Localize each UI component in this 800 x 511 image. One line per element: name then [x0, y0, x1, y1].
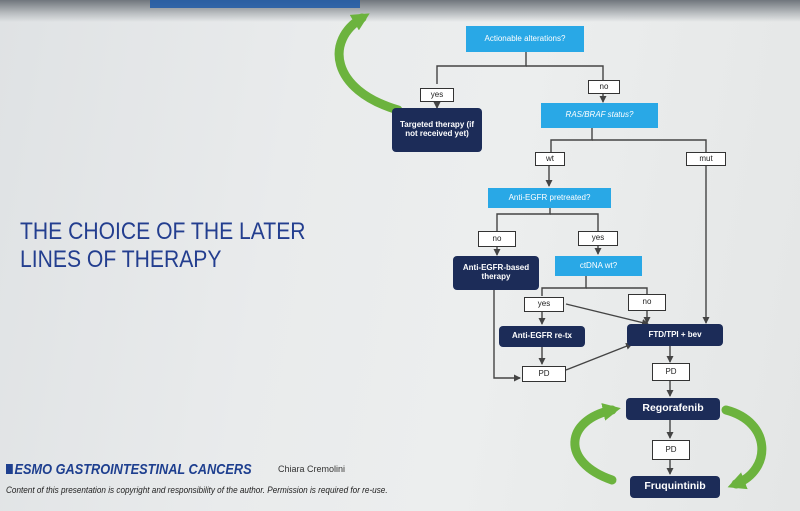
connector-ras-split — [550, 128, 593, 152]
esmo-brand-text: ESMO GASTROINTESTINAL CANCERS — [14, 461, 252, 478]
node-targeted-therapy: Targeted therapy (if not received yet) — [392, 108, 482, 152]
node-anti-egfr-based-therapy: Anti-EGFR-based therapy — [453, 256, 539, 290]
title-line-2: LINES OF THERAPY — [20, 246, 222, 273]
connector-actionable-no — [526, 65, 604, 80]
node-no-actionable: no — [588, 80, 620, 94]
node-actionable-alterations: Actionable alterations? — [466, 26, 584, 52]
node-ftd-tpi-bev: FTD/TPI + bev — [627, 324, 723, 346]
node-pd-right: PD — [652, 363, 690, 381]
node-ras-braf-status: RAS/BRAF status? — [541, 103, 658, 128]
connector-ctdna-no — [586, 287, 648, 294]
title-line-1: THE CHOICE OF THE LATER — [20, 218, 306, 245]
node-no-egfr: no — [478, 231, 516, 247]
node-anti-egfr-pretreated: Anti-EGFR pretreated? — [488, 188, 611, 208]
connector-actionable-split — [436, 52, 527, 84]
connector-yes-ftd — [565, 303, 649, 326]
copyright-notice: Content of this presentation is copyrigh… — [6, 485, 388, 496]
connector-egfr-split — [496, 208, 551, 231]
esmo-brand: ESMO GASTROINTESTINAL CANCERS — [6, 461, 252, 478]
node-no-ctdna: no — [628, 294, 666, 311]
connector-egfrbased-pd — [493, 290, 521, 382]
green-arrow-right — [721, 405, 767, 490]
node-fruquintinib: Fruquintinib — [630, 476, 720, 498]
slide-title: THE CHOICE OF THE LATER LINES OF THERAPY — [20, 218, 319, 274]
node-ctdna-wt: ctDNA wt? — [555, 256, 642, 276]
node-pd-left: PD — [522, 366, 566, 382]
node-yes-ctdna: yes — [524, 297, 564, 312]
esmo-logo-bar — [6, 464, 13, 474]
node-anti-egfr-retx: Anti-EGFR re-tx — [499, 326, 585, 347]
green-arrow-top — [334, 13, 403, 115]
node-pd-bottom: PD — [652, 440, 690, 460]
connector-pd-ftd — [565, 342, 633, 371]
connector-egfr-yes — [550, 213, 599, 231]
node-wt: wt — [535, 152, 565, 166]
connector-ras-mut — [592, 139, 707, 152]
node-yes-targeted: yes — [420, 88, 454, 102]
node-mut: mut — [686, 152, 726, 166]
top-accent-bar — [150, 0, 360, 8]
connector-ctdna-split — [541, 276, 587, 296]
author-name: Chiara Cremolini — [278, 464, 346, 474]
green-arrow-left — [570, 403, 621, 485]
node-yes-egfr: yes — [578, 231, 618, 246]
node-regorafenib: Regorafenib — [626, 398, 720, 420]
